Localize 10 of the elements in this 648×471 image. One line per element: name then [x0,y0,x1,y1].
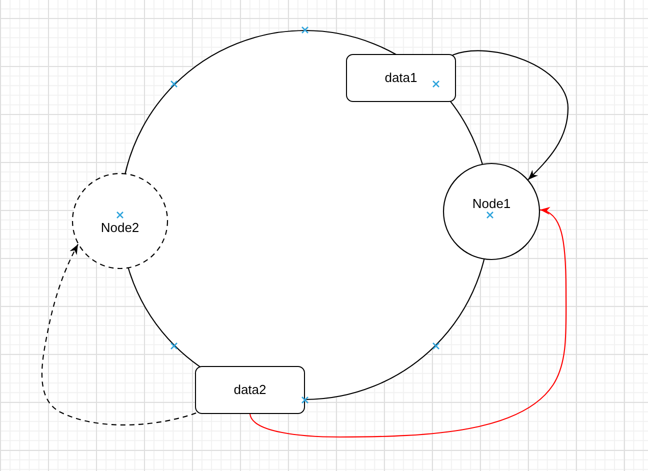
curved-arrow [452,50,569,180]
node-circle [72,173,168,269]
node-label: data2 [234,382,266,398]
node-label: data1 [384,70,418,86]
node-label: Node1 [472,196,511,212]
node-label: Node2 [100,220,140,236]
data-box [195,366,305,414]
node-circle [443,163,540,260]
dashed-arrow [41,244,196,426]
curved-arrow [250,208,567,438]
